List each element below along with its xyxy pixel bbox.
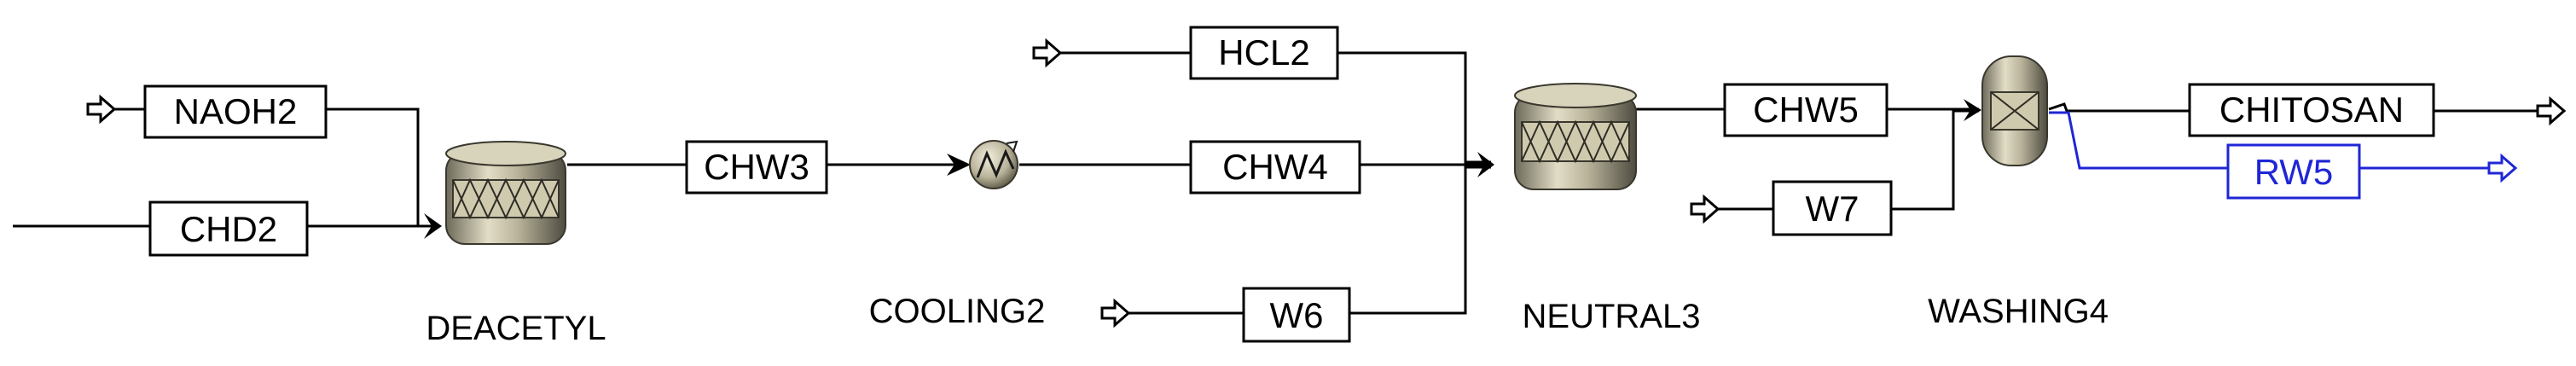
feed-arrow-naoh2: [86, 94, 117, 125]
reactor-neutral3-icon[interactable]: [1514, 83, 1637, 190]
stream-chw5[interactable]: CHW5: [1723, 83, 1888, 137]
stream-label-chw5: CHW5: [1753, 90, 1859, 130]
inlet-arrow-neutral3: [1477, 152, 1494, 177]
stream-naoh2[interactable]: NAOH2: [143, 84, 328, 139]
product-arrow-chitosan: [2536, 96, 2567, 126]
stream-hcl2[interactable]: HCL2: [1189, 26, 1339, 80]
stream-label-w7: W7: [1806, 189, 1859, 229]
washer-washing4-icon[interactable]: [1981, 55, 2048, 166]
stream-w7[interactable]: W7: [1772, 180, 1893, 236]
stream-chw4[interactable]: CHW4: [1189, 140, 1361, 195]
feed-arrow-w7: [1690, 194, 1720, 224]
inlet-arrow-deacetyl: [424, 213, 442, 239]
stream-label-w6: W6: [1270, 295, 1324, 335]
reactor-deacetyl-icon[interactable]: [445, 141, 566, 245]
inlet-arrow-washing4: [1964, 99, 1981, 121]
unit-label-neutral3: NEUTRAL3: [1523, 298, 1701, 335]
stream-label-chitosan: CHITOSAN: [2219, 90, 2404, 130]
stream-label-chd2: CHD2: [180, 209, 277, 249]
product-arrow-rw5: [2487, 153, 2518, 183]
cooler-cooling2-icon[interactable]: [969, 140, 1018, 189]
stream-label-rw5: RW5: [2254, 152, 2334, 192]
feed-arrow-w6: [1100, 298, 1131, 328]
unit-label-deacetyl: DEACETYL: [426, 310, 606, 347]
stream-chw3[interactable]: CHW3: [685, 140, 828, 195]
feed-arrow-hcl2: [1032, 38, 1063, 68]
stream-label-chw3: CHW3: [704, 147, 809, 187]
stream-rw5[interactable]: RW5: [2226, 143, 2361, 200]
inlet-arrow-cooling2: [947, 154, 971, 176]
unit-label-cooling2: COOLING2: [869, 293, 1046, 330]
stream-label-chw4: CHW4: [1222, 147, 1328, 187]
stream-label-naoh2: NAOH2: [174, 91, 298, 131]
unit-label-washing4: WASHING4: [1928, 293, 2109, 330]
stream-label-hcl2: HCL2: [1218, 32, 1309, 73]
stream-chitosan[interactable]: CHITOSAN: [2188, 83, 2435, 137]
stream-chd2[interactable]: CHD2: [148, 200, 309, 257]
stream-w6[interactable]: W6: [1242, 287, 1351, 343]
